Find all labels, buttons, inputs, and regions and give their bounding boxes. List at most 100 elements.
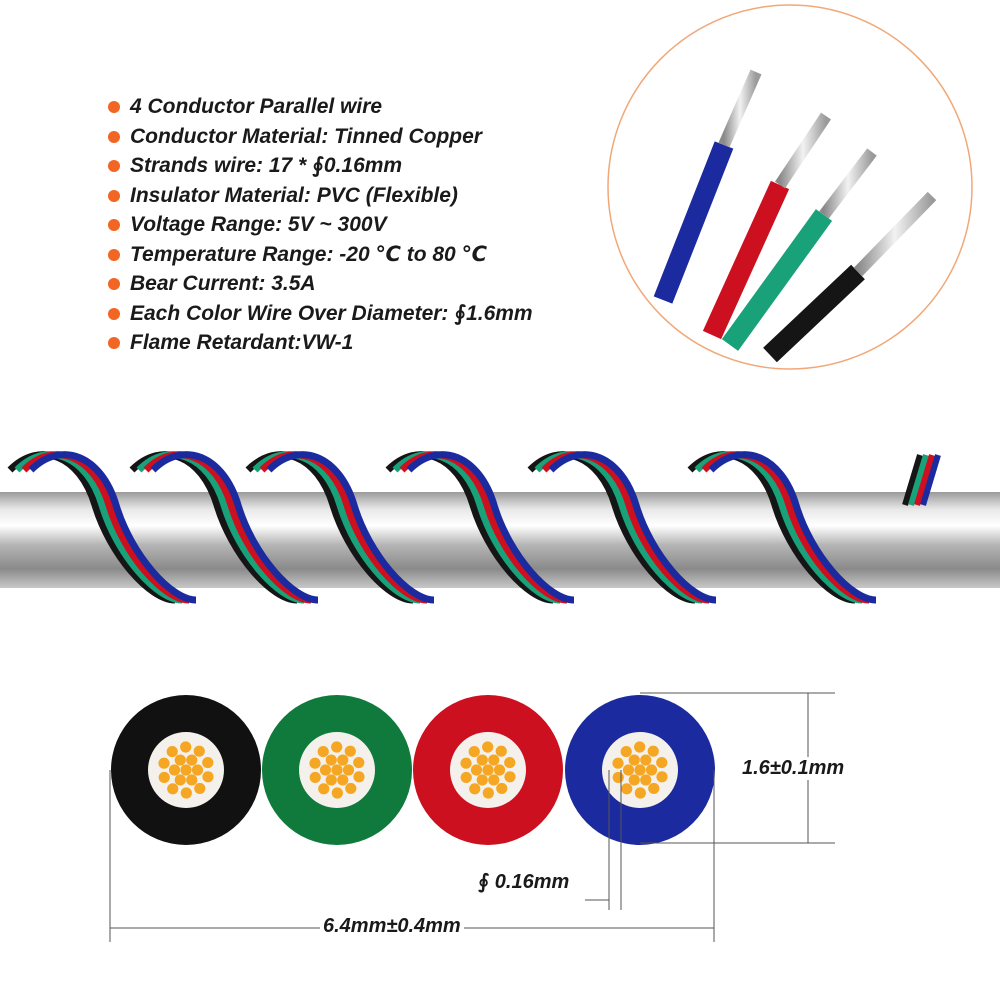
copper-strand [186, 774, 198, 786]
copper-strand [158, 757, 170, 769]
copper-strand [309, 757, 321, 769]
copper-strand [488, 774, 500, 786]
copper-strand [640, 754, 652, 766]
copper-strand [460, 771, 472, 784]
copper-strand [193, 745, 205, 757]
copper-strand [331, 764, 343, 776]
copper-strand [504, 756, 516, 769]
bullet-icon [108, 337, 120, 349]
blue-wire-strands [718, 69, 762, 148]
cross-section-diagram [109, 692, 835, 942]
wire-coil [245, 451, 435, 604]
copper-strand [468, 745, 480, 758]
copper-strand [202, 771, 214, 783]
bullet-icon [108, 160, 120, 172]
wire-coil [527, 451, 717, 604]
spec-item: Strands wire: 17 * ∮0.16mm [108, 151, 533, 181]
bullet-icon [108, 189, 120, 202]
black-wire [763, 264, 865, 363]
copper-strand [634, 787, 646, 799]
wire-tail-band [908, 454, 929, 506]
spec-list: 4 Conductor Parallel wire Conductor Mate… [108, 92, 533, 358]
copper-strand [628, 754, 640, 766]
blue-wire [653, 141, 734, 304]
spec-item: Insulator Material: PVC (Flexible) [108, 181, 533, 211]
copper-strand [317, 745, 329, 758]
spiral-wrap-photo [0, 451, 1000, 604]
copper-strand [493, 764, 506, 776]
red-conductor [413, 695, 563, 845]
copper-strand [647, 745, 659, 757]
copper-strand [620, 745, 632, 758]
copper-strand [186, 754, 198, 766]
spec-item: Conductor Material: Tinned Copper [108, 122, 533, 152]
copper-strand [202, 756, 214, 769]
spec-item: Each Color Wire Over Diameter: ∮1.6mm [108, 299, 533, 329]
spec-item: Flame Retardant:VW-1 [108, 328, 533, 358]
copper-strand [331, 741, 343, 753]
copper-strand [496, 782, 508, 795]
copper-strand [488, 754, 500, 766]
copper-strand [482, 787, 494, 799]
strand-dimension-label: ∮ 0.16mm [478, 871, 570, 893]
copper-strand [180, 741, 192, 753]
spec-item: 4 Conductor Parallel wire [108, 92, 533, 122]
copper-strand [344, 745, 356, 757]
width-dimension-label: 6.4mm±0.4mm [320, 915, 464, 938]
copper-strand [325, 754, 337, 766]
green-conductor [262, 695, 412, 845]
copper-strand [353, 756, 365, 769]
bullet-icon [108, 307, 120, 320]
copper-strand [180, 787, 192, 799]
copper-strand [612, 757, 624, 769]
wire-band [708, 451, 877, 604]
copper-strand [621, 783, 633, 795]
copper-strand [353, 771, 365, 783]
copper-strand [337, 754, 349, 766]
copper-strand [476, 754, 488, 766]
copper-strand [634, 764, 646, 776]
wire-coils [7, 451, 941, 604]
bullet-icon [108, 248, 120, 261]
wire-tail-band [914, 454, 935, 506]
spec-item: Temperature Range: -20 ℃ to 80 ℃ [108, 240, 533, 270]
copper-strand [331, 787, 343, 799]
wire-band [548, 451, 717, 604]
copper-strand [168, 764, 181, 776]
bullet-icon [108, 219, 120, 231]
wire-band [28, 451, 197, 604]
copper-strand [167, 783, 179, 795]
wire-band [406, 451, 575, 604]
copper-strand [656, 771, 668, 783]
inset-photo [607, 4, 973, 370]
blue-conductor [565, 695, 715, 845]
spec-item: Bear Current: 3.5A [108, 269, 533, 299]
wire-coil [7, 451, 197, 604]
wire-band [150, 451, 319, 604]
copper-strand [460, 757, 472, 769]
wire-tail-band [902, 454, 923, 506]
bullet-icon [108, 130, 120, 143]
copper-strand [166, 745, 178, 758]
copper-strand [470, 764, 483, 776]
bullet-icon [108, 278, 120, 290]
inset-border [607, 4, 973, 370]
copper-strand [158, 771, 170, 784]
copper-strand [174, 754, 186, 766]
copper-strand [645, 764, 658, 776]
red-wire [702, 180, 790, 340]
copper-strand [622, 764, 635, 776]
copper-strand [482, 741, 494, 753]
copper-strand [640, 774, 652, 786]
green-wire-strands [819, 148, 877, 219]
copper-strand [495, 745, 507, 757]
wire-coil [129, 451, 319, 604]
dimension-lines [109, 692, 835, 942]
copper-strand [612, 771, 624, 784]
copper-strand [634, 741, 646, 753]
copper-strand [628, 774, 640, 786]
bullet-icon [108, 101, 120, 113]
copper-strand [469, 783, 481, 795]
copper-strand [191, 764, 204, 776]
